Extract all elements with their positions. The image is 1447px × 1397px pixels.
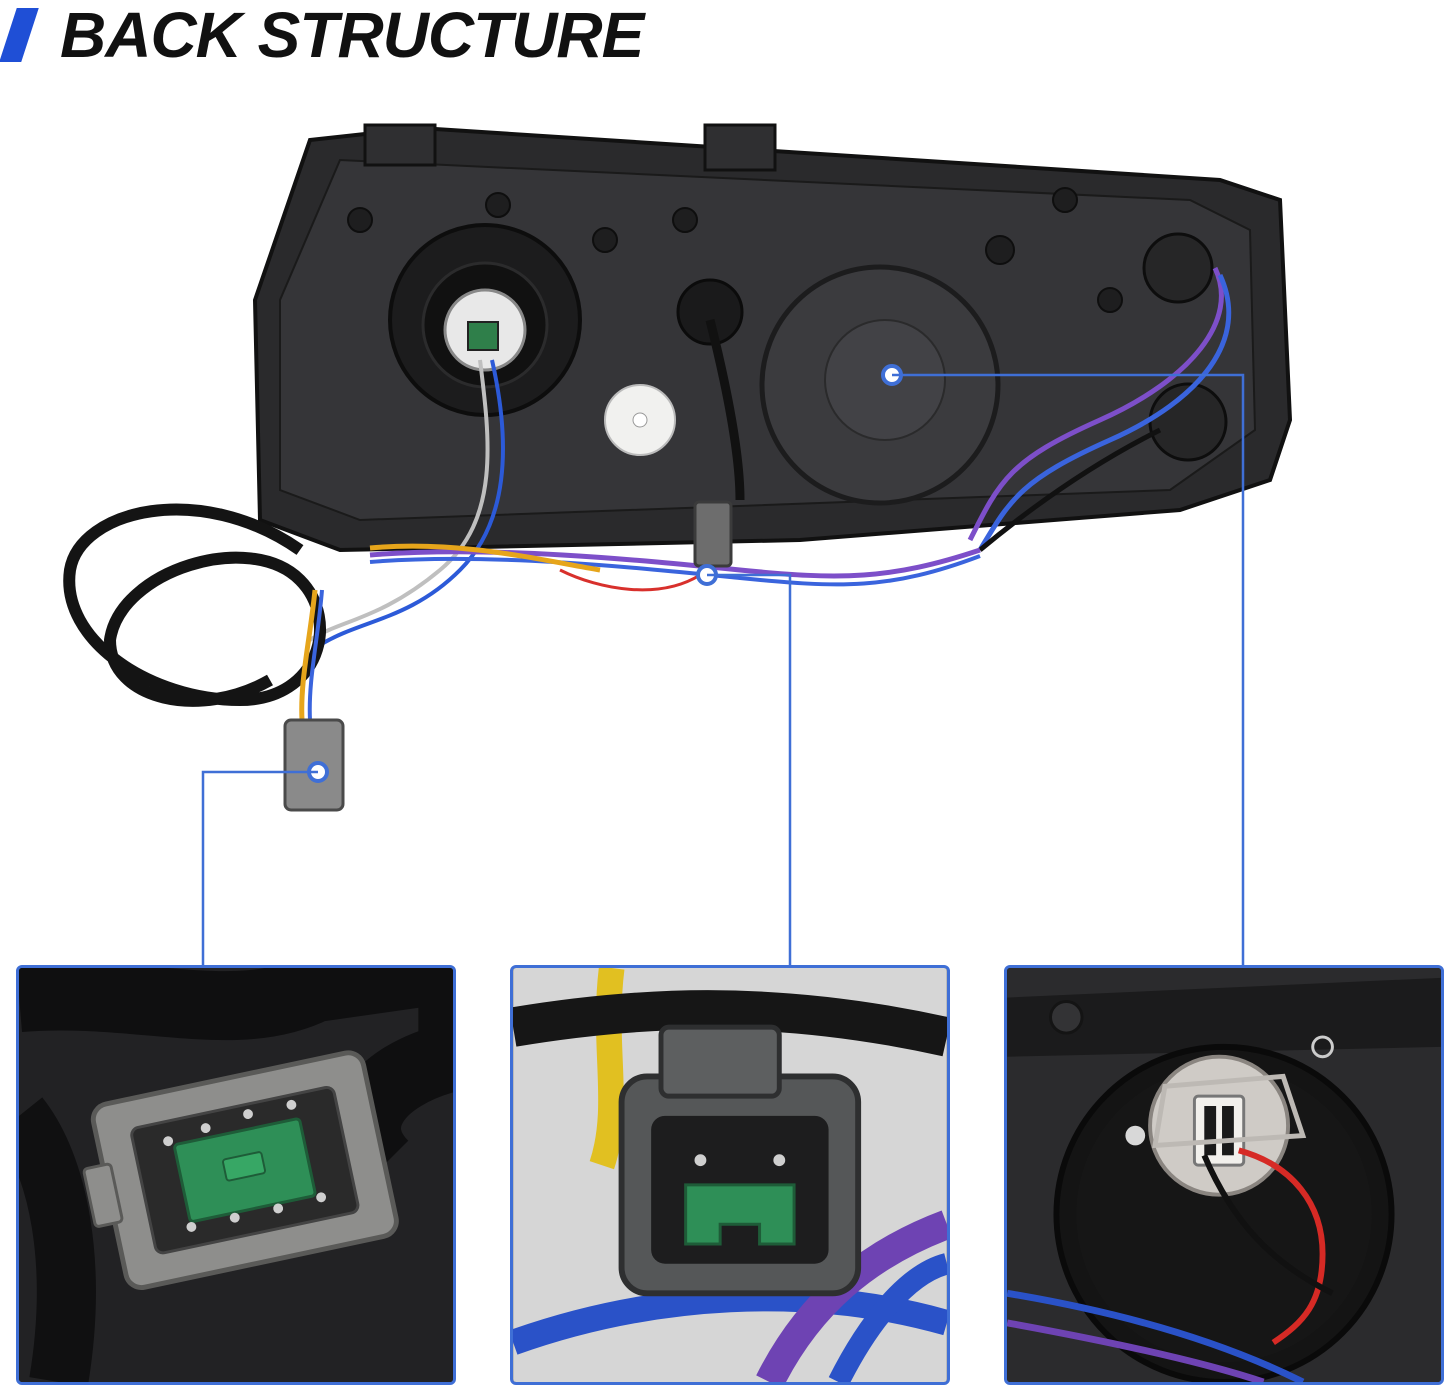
connector-socket-icon [513,968,947,1382]
headlight-back-illustration [63,123,1293,812]
connector-plug-icon [19,968,453,1382]
page-title: BACK STRUCTURE [60,0,644,71]
detail-panel-wire-connector [510,965,950,1385]
header: BACK STRUCTURE [0,0,900,80]
bulb-socket-icon [1007,968,1441,1382]
title-accent-bar [0,8,39,62]
detail-panel-bulb-socket [1004,965,1444,1385]
detail-panel-main-connector [16,965,456,1385]
